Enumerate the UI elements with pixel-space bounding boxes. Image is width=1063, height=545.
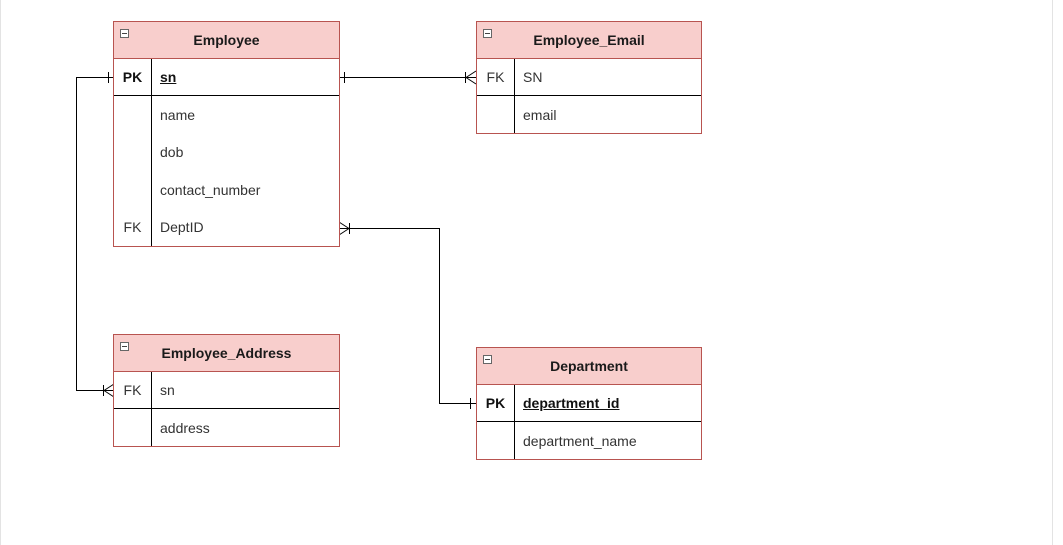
- key-row[interactable]: FK sn: [114, 372, 339, 409]
- key-row[interactable]: FK SN: [477, 59, 701, 96]
- collapse-icon[interactable]: [483, 29, 492, 38]
- key-column-divider: [477, 59, 515, 133]
- connector-employee-address[interactable]: [76, 72, 115, 398]
- entity-header[interactable]: Employee: [114, 22, 339, 59]
- field-row[interactable]: department_name: [477, 422, 701, 459]
- field-row[interactable]: email: [477, 96, 701, 133]
- key-column-divider: [114, 372, 152, 446]
- crow-foot: [338, 228, 350, 236]
- field-name: department_name: [523, 432, 637, 449]
- key-marker: PK: [485, 395, 506, 411]
- field-name: sn: [160, 382, 175, 398]
- entity-header[interactable]: Employee_Address: [114, 335, 339, 372]
- key-marker: FK: [123, 382, 142, 398]
- connector-department-employee[interactable]: [338, 221, 476, 409]
- key-column-divider: [477, 385, 515, 459]
- entity-title: Employee_Address: [161, 345, 292, 361]
- crow-foot: [465, 70, 477, 78]
- field-row[interactable]: dob: [114, 134, 339, 172]
- field-row[interactable]: address: [114, 409, 339, 446]
- field-name: DeptID: [160, 219, 204, 236]
- primary-key-row[interactable]: PK department_id: [477, 385, 701, 422]
- field-list: name dob contact_number FK DeptID: [114, 96, 339, 246]
- crow-foot: [465, 77, 477, 85]
- field-row[interactable]: name: [114, 96, 339, 134]
- entity-title: Employee: [193, 32, 260, 48]
- field-name: department_id: [523, 395, 620, 411]
- field-name: contact_number: [160, 181, 261, 198]
- entity-department[interactable]: Department PK department_id department_n…: [476, 347, 702, 460]
- crow-foot: [103, 383, 115, 391]
- field-name: SN: [523, 69, 543, 85]
- field-name: email: [523, 106, 557, 123]
- entity-employee-address[interactable]: Employee_Address FK sn address: [113, 334, 340, 447]
- collapse-icon[interactable]: [120, 29, 129, 38]
- entity-header[interactable]: Department: [477, 348, 701, 385]
- entity-employee[interactable]: Employee PK sn name dob contact_number F…: [113, 21, 340, 247]
- field-name: name: [160, 106, 196, 123]
- field-name: dob: [160, 144, 184, 161]
- crow-foot: [338, 221, 350, 229]
- entity-header[interactable]: Employee_Email: [477, 22, 701, 59]
- key-marker: FK: [486, 69, 505, 85]
- entity-title: Department: [550, 358, 628, 374]
- canvas-left-edge: [0, 0, 1, 545]
- collapse-icon[interactable]: [120, 342, 129, 351]
- crow-foot: [103, 390, 115, 398]
- field-name: sn: [160, 69, 177, 85]
- canvas-right-edge: [1052, 0, 1053, 545]
- key-column-divider: [114, 59, 152, 246]
- entity-title: Employee_Email: [533, 32, 645, 48]
- entity-employee-email[interactable]: Employee_Email FK SN email: [476, 21, 702, 134]
- primary-key-row[interactable]: PK sn: [114, 59, 339, 96]
- connector-employee-email[interactable]: [339, 70, 477, 85]
- key-marker: FK: [123, 219, 142, 236]
- field-row[interactable]: FK DeptID: [114, 209, 339, 247]
- field-row[interactable]: contact_number: [114, 171, 339, 209]
- field-name: address: [160, 419, 210, 436]
- collapse-icon[interactable]: [483, 355, 492, 364]
- key-marker: PK: [122, 69, 143, 85]
